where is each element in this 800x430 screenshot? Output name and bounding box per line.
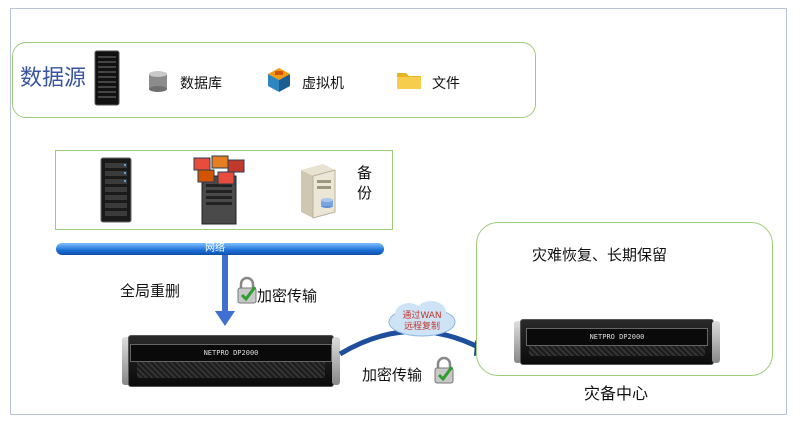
wan-cloud-icon [388,301,456,337]
folder-icon [397,73,421,89]
global-dedupe-label: 全局重删 [120,282,181,300]
dr-appliance: NETPRO DP2000 [514,319,720,365]
cloud-line-2: 远程复制 [403,322,440,332]
lock-check-icon [434,356,454,384]
rack-server-icon [100,157,132,223]
lock-check-icon [237,276,257,304]
cloud-label: 通过WAN 远程复制 [392,311,452,333]
dr-appliance-panel: NETPRO DP2000 [526,328,708,346]
virtual-machine-icon [268,68,290,92]
server-tower-icon [94,50,120,106]
vm-server-icon [193,155,245,225]
diagram-frame [10,8,787,415]
network-label: 网络 [205,243,225,254]
backup-appliance: NETPRO DP2000 [122,335,340,387]
database-label: 数据库 [180,76,222,92]
file-label: 文件 [432,76,460,92]
encrypted-transfer-label-1: 加密传输 [257,287,318,305]
appliance-panel: NETPRO DP2000 [130,344,332,362]
pc-tower-icon [301,164,336,219]
virtual-machine-label: 虚拟机 [302,76,344,92]
dr-caption: 灾难恢复、长期保留 [532,246,668,264]
data-source-title: 数据源 [20,66,87,91]
backup-label: 备份 [357,164,373,202]
database-icon [149,71,167,92]
dr-center-label: 灾备中心 [584,384,649,403]
encrypted-transfer-label-2: 加密传输 [362,366,423,384]
down-arrow [215,255,235,326]
network-bar [56,243,384,255]
cloud-line-1: 通过WAN [402,311,442,321]
